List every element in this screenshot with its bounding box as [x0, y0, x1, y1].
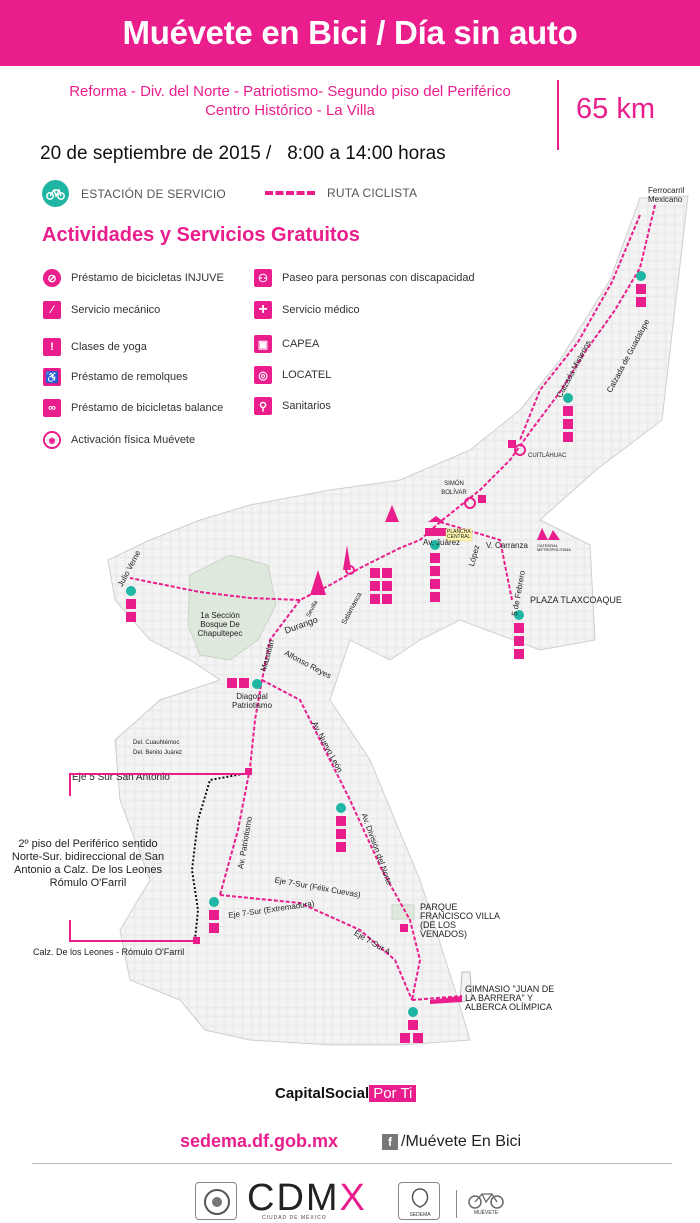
label-simon-bolivar: SIMÓN BOLÍVAR [441, 481, 467, 496]
periferico-note: 2º piso del Periférico sentido Norte-Sur… [11, 838, 165, 889]
route-distance: 65 km [576, 93, 655, 125]
wrench-icon: ⁄ [43, 301, 61, 319]
label-calz-leones: Calz. De los Leones - Rómulo O'Farril [33, 947, 185, 957]
activity-disability-ride: ⚇ Paseo para personas con discapacidad [254, 269, 475, 287]
label-v-carranza: V. Carranza [486, 541, 528, 550]
activity-locatel: ◎ LOCATEL [254, 366, 331, 384]
facebook-icon: f [382, 1134, 398, 1150]
route-description: Reforma - Div. del Norte - Patriotismo- … [20, 82, 560, 120]
label-plaza-tlaxcoaque: PLAZA TLAXCOAQUE [530, 595, 622, 605]
facebook-page: /Muévete En Bici [401, 1133, 522, 1150]
activity-medical: + Servicio médico [254, 301, 360, 319]
legend-route: RUTA CICLISTA [265, 186, 417, 200]
label-av-juarez: Av. Juárez [423, 538, 461, 547]
service-icon-stacks [126, 284, 646, 1043]
activity-yoga: ǃ Clases de yoga [43, 338, 147, 356]
activity-balance-bike: ∞ Préstamo de bicicletas balance [43, 399, 223, 417]
activity-muevete: ◉ Activación física Muévete [43, 431, 195, 449]
government-seal-logo [195, 1182, 237, 1220]
label-plancha-central: PLANCHA CENTRAL [447, 529, 471, 540]
restroom-icon: ⚲ [254, 397, 272, 415]
legend-route-label: RUTA CICLISTA [327, 186, 418, 200]
cdmx-logo: CDMX [247, 1177, 367, 1219]
activity-bike-loan: ⊘ Préstamo de bicicletas INJUVE [43, 269, 224, 287]
bracket-top-line [69, 773, 247, 775]
locatel-icon: ◎ [254, 366, 272, 384]
activities-title: Actividades y Servicios Gratuitos [42, 224, 360, 246]
event-hours: 8:00 a 14:00 horas [287, 143, 446, 164]
event-day: 20 de septiembre de 2015 / [40, 143, 272, 164]
km-divider [557, 80, 559, 150]
header-bar: Muévete en Bici / Día sin auto [0, 0, 700, 66]
activity-restroom: ⚲ Sanitarios [254, 397, 331, 415]
medical-cross-icon: + [254, 301, 272, 319]
page-title: Muévete en Bici / Día sin auto [122, 14, 578, 51]
label-eje-5-sur: Eje 5 Sur San Antonio [72, 772, 170, 783]
website-link[interactable]: sedema.df.gob.mx [180, 1131, 339, 1151]
station-markers [126, 271, 646, 1017]
event-date: 20 de septiembre de 2015 / 8:00 a 14:00 … [40, 143, 446, 165]
route-line-2: Centro Histórico - La Villa [205, 102, 375, 119]
trailer-icon: ♿ [43, 368, 61, 386]
legend-station-label: ESTACIÓN DE SERVICIO [81, 186, 226, 201]
landmarks [310, 444, 560, 1004]
activity-trailer: ♿ Préstamo de remolques [43, 368, 188, 386]
chapultepec-park [187, 554, 277, 661]
cdmx-subtitle: CIUDAD DE MÉXICO [262, 1215, 327, 1221]
route-line-1: Reforma - Div. del Norte - Patriotismo- … [69, 83, 511, 100]
tandem-icon: ⚇ [254, 269, 272, 287]
periferico-route [190, 772, 249, 941]
bracket-top [69, 773, 71, 796]
activity-capea: ▣ CAPEA [254, 335, 319, 353]
footer-divider [32, 1163, 672, 1164]
label-bosque-chapultepec: 1a Sección Bosque De Chapultepec [197, 611, 243, 638]
activity-mechanic: ⁄ Servicio mecánico [43, 301, 160, 319]
service-station-icon [42, 180, 69, 207]
label-gimnasio: GIMNASIO "JUAN DE LA BARRERA" Y ALBERCA … [465, 984, 555, 1012]
label-del-benito-juarez: Del. Benito Juárez [133, 750, 183, 756]
bracket-bottom [69, 920, 71, 942]
facebook-link[interactable]: f /Muévete En Bici [382, 1133, 521, 1151]
balance-bike-icon: ∞ [43, 399, 61, 417]
label-del-cuauhtemoc: Del. Cuauhtémoc [133, 740, 180, 746]
route-map [107, 195, 689, 1046]
label-catedral: CATEDRAL METROPOLITANA [537, 543, 571, 552]
gimnasio-area [459, 971, 473, 1003]
city-area [107, 195, 689, 1046]
muevete-logo: MUÉVETE [464, 1188, 508, 1220]
label-diagonal-patriotismo: Diagonal Patriotismo [232, 692, 273, 710]
logo-separator [456, 1190, 457, 1218]
legend-station: ESTACIÓN DE SERVICIO [42, 180, 226, 207]
route-dash-icon [265, 191, 315, 195]
label-parque-villa: PARQUE FRANCISCO VILLA (DE LOS VENADOS) [420, 902, 500, 939]
por-ti-badge: Por Ti [369, 1085, 417, 1102]
bike-loan-icon: ⊘ [43, 269, 61, 287]
capea-icon: ▣ [254, 335, 272, 353]
yoga-icon: ǃ [43, 338, 61, 356]
parque-villa [391, 904, 415, 920]
bracket-bottom-line [69, 940, 194, 942]
label-ferrocarril: Ferrocarril Mexicano [648, 186, 685, 204]
label-cuitlahuac: CUITLÁHUAC [528, 453, 567, 459]
activation-icon: ◉ [43, 431, 61, 449]
sedema-logo: SEDEMA [398, 1182, 440, 1220]
